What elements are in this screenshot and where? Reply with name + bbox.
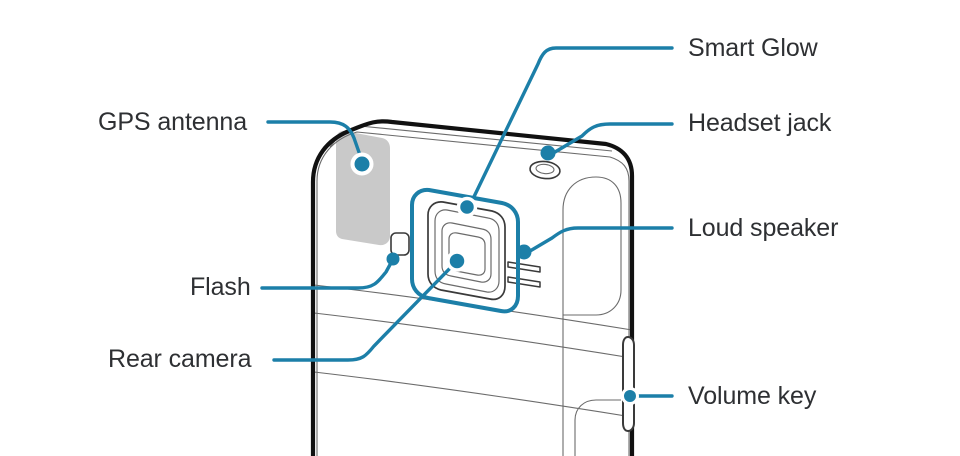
smart-glow-ring	[410, 187, 520, 314]
anchor-dot-loud-speaker	[516, 244, 532, 260]
callout-label-headset-jack: Headset jack	[688, 109, 832, 137]
anchor-dot-volume-key	[621, 387, 639, 405]
phone-top-edge-outline	[346, 119, 635, 456]
callout-label-gps-antenna: GPS antenna	[98, 108, 248, 136]
callout-label-flash: Flash	[190, 273, 251, 301]
gps-antenna-patch	[336, 130, 390, 246]
phone-back-inner-outline	[316, 131, 630, 456]
anchor-dot-headset-jack	[540, 145, 556, 161]
callout-label-rear-camera: Rear camera	[108, 345, 252, 373]
leader-line-rear-camera	[272, 260, 458, 362]
callout-anchor-dots	[350, 145, 639, 405]
leader-line-loud-speaker	[523, 226, 674, 256]
leader-line-smart-glow	[468, 46, 674, 207]
callout-label-loud-speaker: Loud speaker	[688, 214, 839, 242]
phone-right-inner-edge	[562, 176, 622, 456]
antenna-band-line-lower	[313, 371, 633, 418]
volume-key-button	[622, 335, 635, 433]
anchor-dot-gps-antenna	[350, 152, 374, 176]
callout-leader-lines	[260, 46, 674, 398]
callout-label-smart-glow: Smart Glow	[688, 34, 818, 62]
phone-right-inner-edge-lower	[574, 399, 621, 456]
callout-label-volume-key: Volume key	[688, 382, 817, 410]
leader-line-flash	[260, 259, 394, 290]
flash-module	[390, 232, 410, 256]
antenna-band-line-upper-mid	[313, 312, 633, 359]
leader-line-gps-antenna	[266, 120, 363, 160]
anchor-dot-smart-glow	[456, 196, 478, 218]
anchor-dot-rear-camera	[446, 250, 468, 272]
phone-body	[310, 119, 635, 456]
headset-jack-port	[529, 160, 561, 180]
leader-line-headset-jack	[548, 122, 674, 157]
anchor-dot-flash	[386, 252, 400, 266]
phone-left-edge-outline	[310, 128, 352, 456]
